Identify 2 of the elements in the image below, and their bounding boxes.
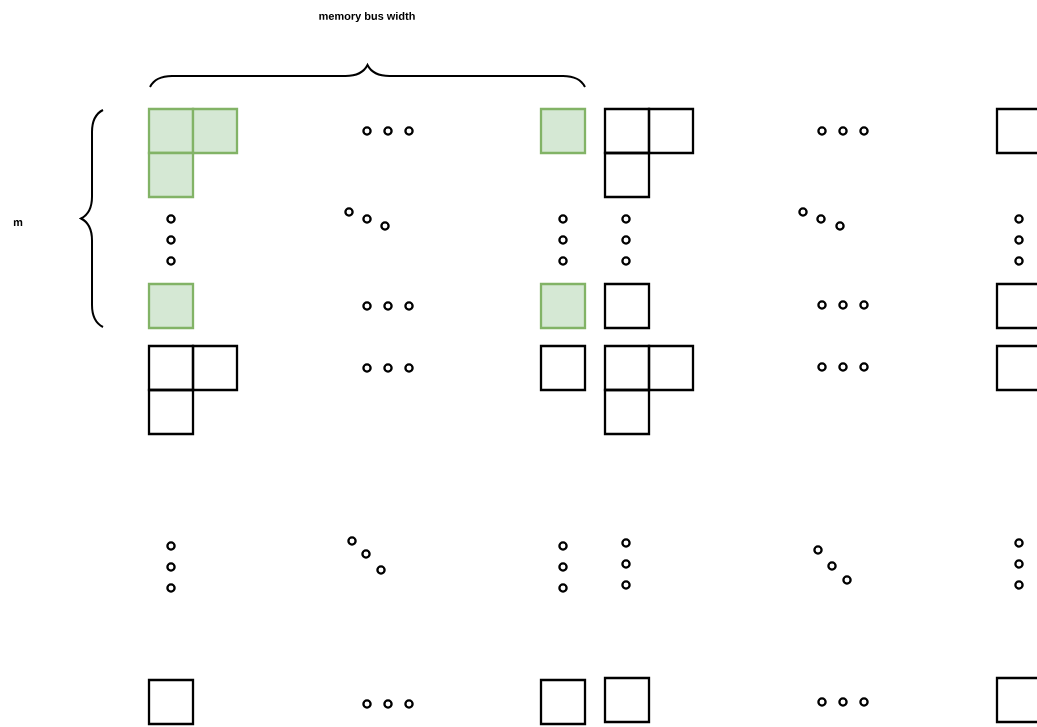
- brace-label: m: [13, 220, 23, 226]
- brace-label: memory bus width: [319, 11, 415, 23]
